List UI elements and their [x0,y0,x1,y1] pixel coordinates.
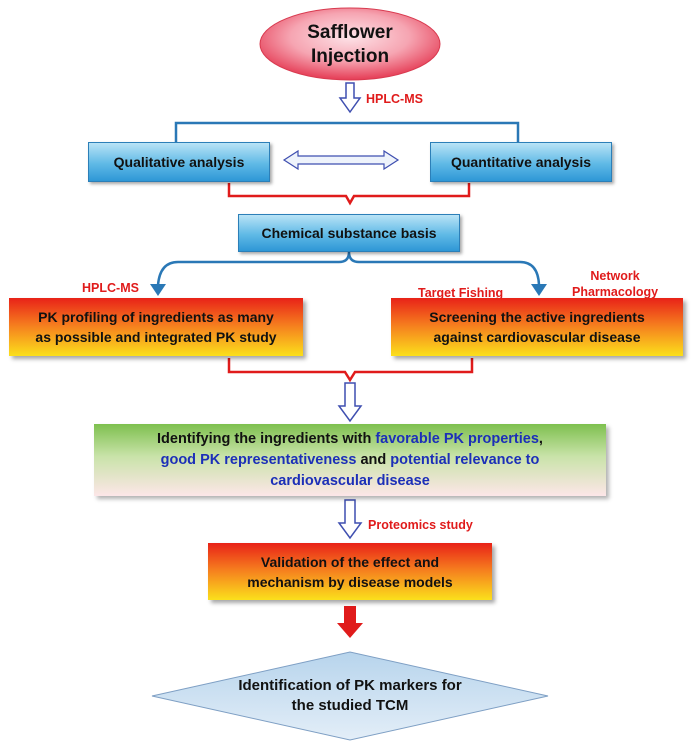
network-line-2: Pharmacology [572,285,659,299]
start-line-1: Safflower [307,22,393,43]
start-ellipse [259,7,441,81]
final-line-1: Identification of PK markers for [238,677,462,694]
highlight-potential-relevance: potential relevance to [390,451,540,468]
screening-line-1: Screening the active ingredients [429,309,645,325]
identifying-text-1: Identifying the ingredients with [157,430,376,447]
hollow-down-arrow-1 [338,82,362,114]
identifying-text-2: , [538,430,543,447]
label-hplc-ms-top: HPLC-MS [366,92,423,106]
merge-connector-2 [227,358,474,383]
hollow-down-arrow-3 [337,499,363,540]
network-line-1: Network [590,269,640,283]
pk-profiling-node: PK profiling of ingredients as many as p… [9,298,303,356]
branch-arrowhead-right [531,284,547,296]
double-arrow-icon [282,149,400,171]
highlight-cardiovascular: cardiovascular disease [270,472,430,489]
start-node-label: Safflower Injection [262,10,438,80]
final-diamond [151,651,549,741]
validation-node: Validation of the effect and mechanism b… [208,543,492,600]
identifying-ingredients-node: Identifying the ingredients with favorab… [94,424,606,496]
identifying-line-2: good PK representativeness and potential… [157,450,543,471]
hollow-down-arrow-2 [337,382,363,423]
label-network-pharmacology: Network Pharmacology [572,268,658,300]
pk-profiling-line-1: PK profiling of ingredients as many [38,309,274,325]
highlight-good-pk: good PK representativeness [160,451,357,468]
screening-line-2: against cardiovascular disease [433,329,641,345]
quantitative-analysis-node: Quantitative analysis [430,142,612,182]
merge-connector-1 [227,183,471,206]
qualitative-analysis-node: Qualitative analysis [88,142,270,182]
final-node-label: Identification of PK markers for the stu… [200,658,500,734]
identifying-line-3: cardiovascular disease [157,471,543,492]
branch-arrowhead-left [150,284,166,296]
validation-line-1: Validation of the effect and [260,553,440,570]
start-line-2: Injection [310,46,390,67]
pk-profiling-line-2: as possible and integrated PK study [35,329,277,345]
label-proteomics: Proteomics study [368,518,473,532]
identifying-line-1: Identifying the ingredients with favorab… [157,429,543,450]
label-target-fishing: Target Fishing [418,286,504,300]
branch-connector [156,251,541,286]
validation-line-2: mechanism by disease models [247,573,453,590]
highlight-favorable-pk: favorable PK properties [375,430,539,447]
final-line-2: the studied TCM [291,697,409,714]
solid-red-arrow [337,606,363,638]
identifying-text-3: and [356,451,391,468]
split-connector-top [174,121,520,142]
label-hplc-ms-left: HPLC-MS [82,281,139,295]
screening-node: Screening the active ingredients against… [391,298,683,356]
chemical-substance-basis-node: Chemical substance basis [238,214,460,252]
